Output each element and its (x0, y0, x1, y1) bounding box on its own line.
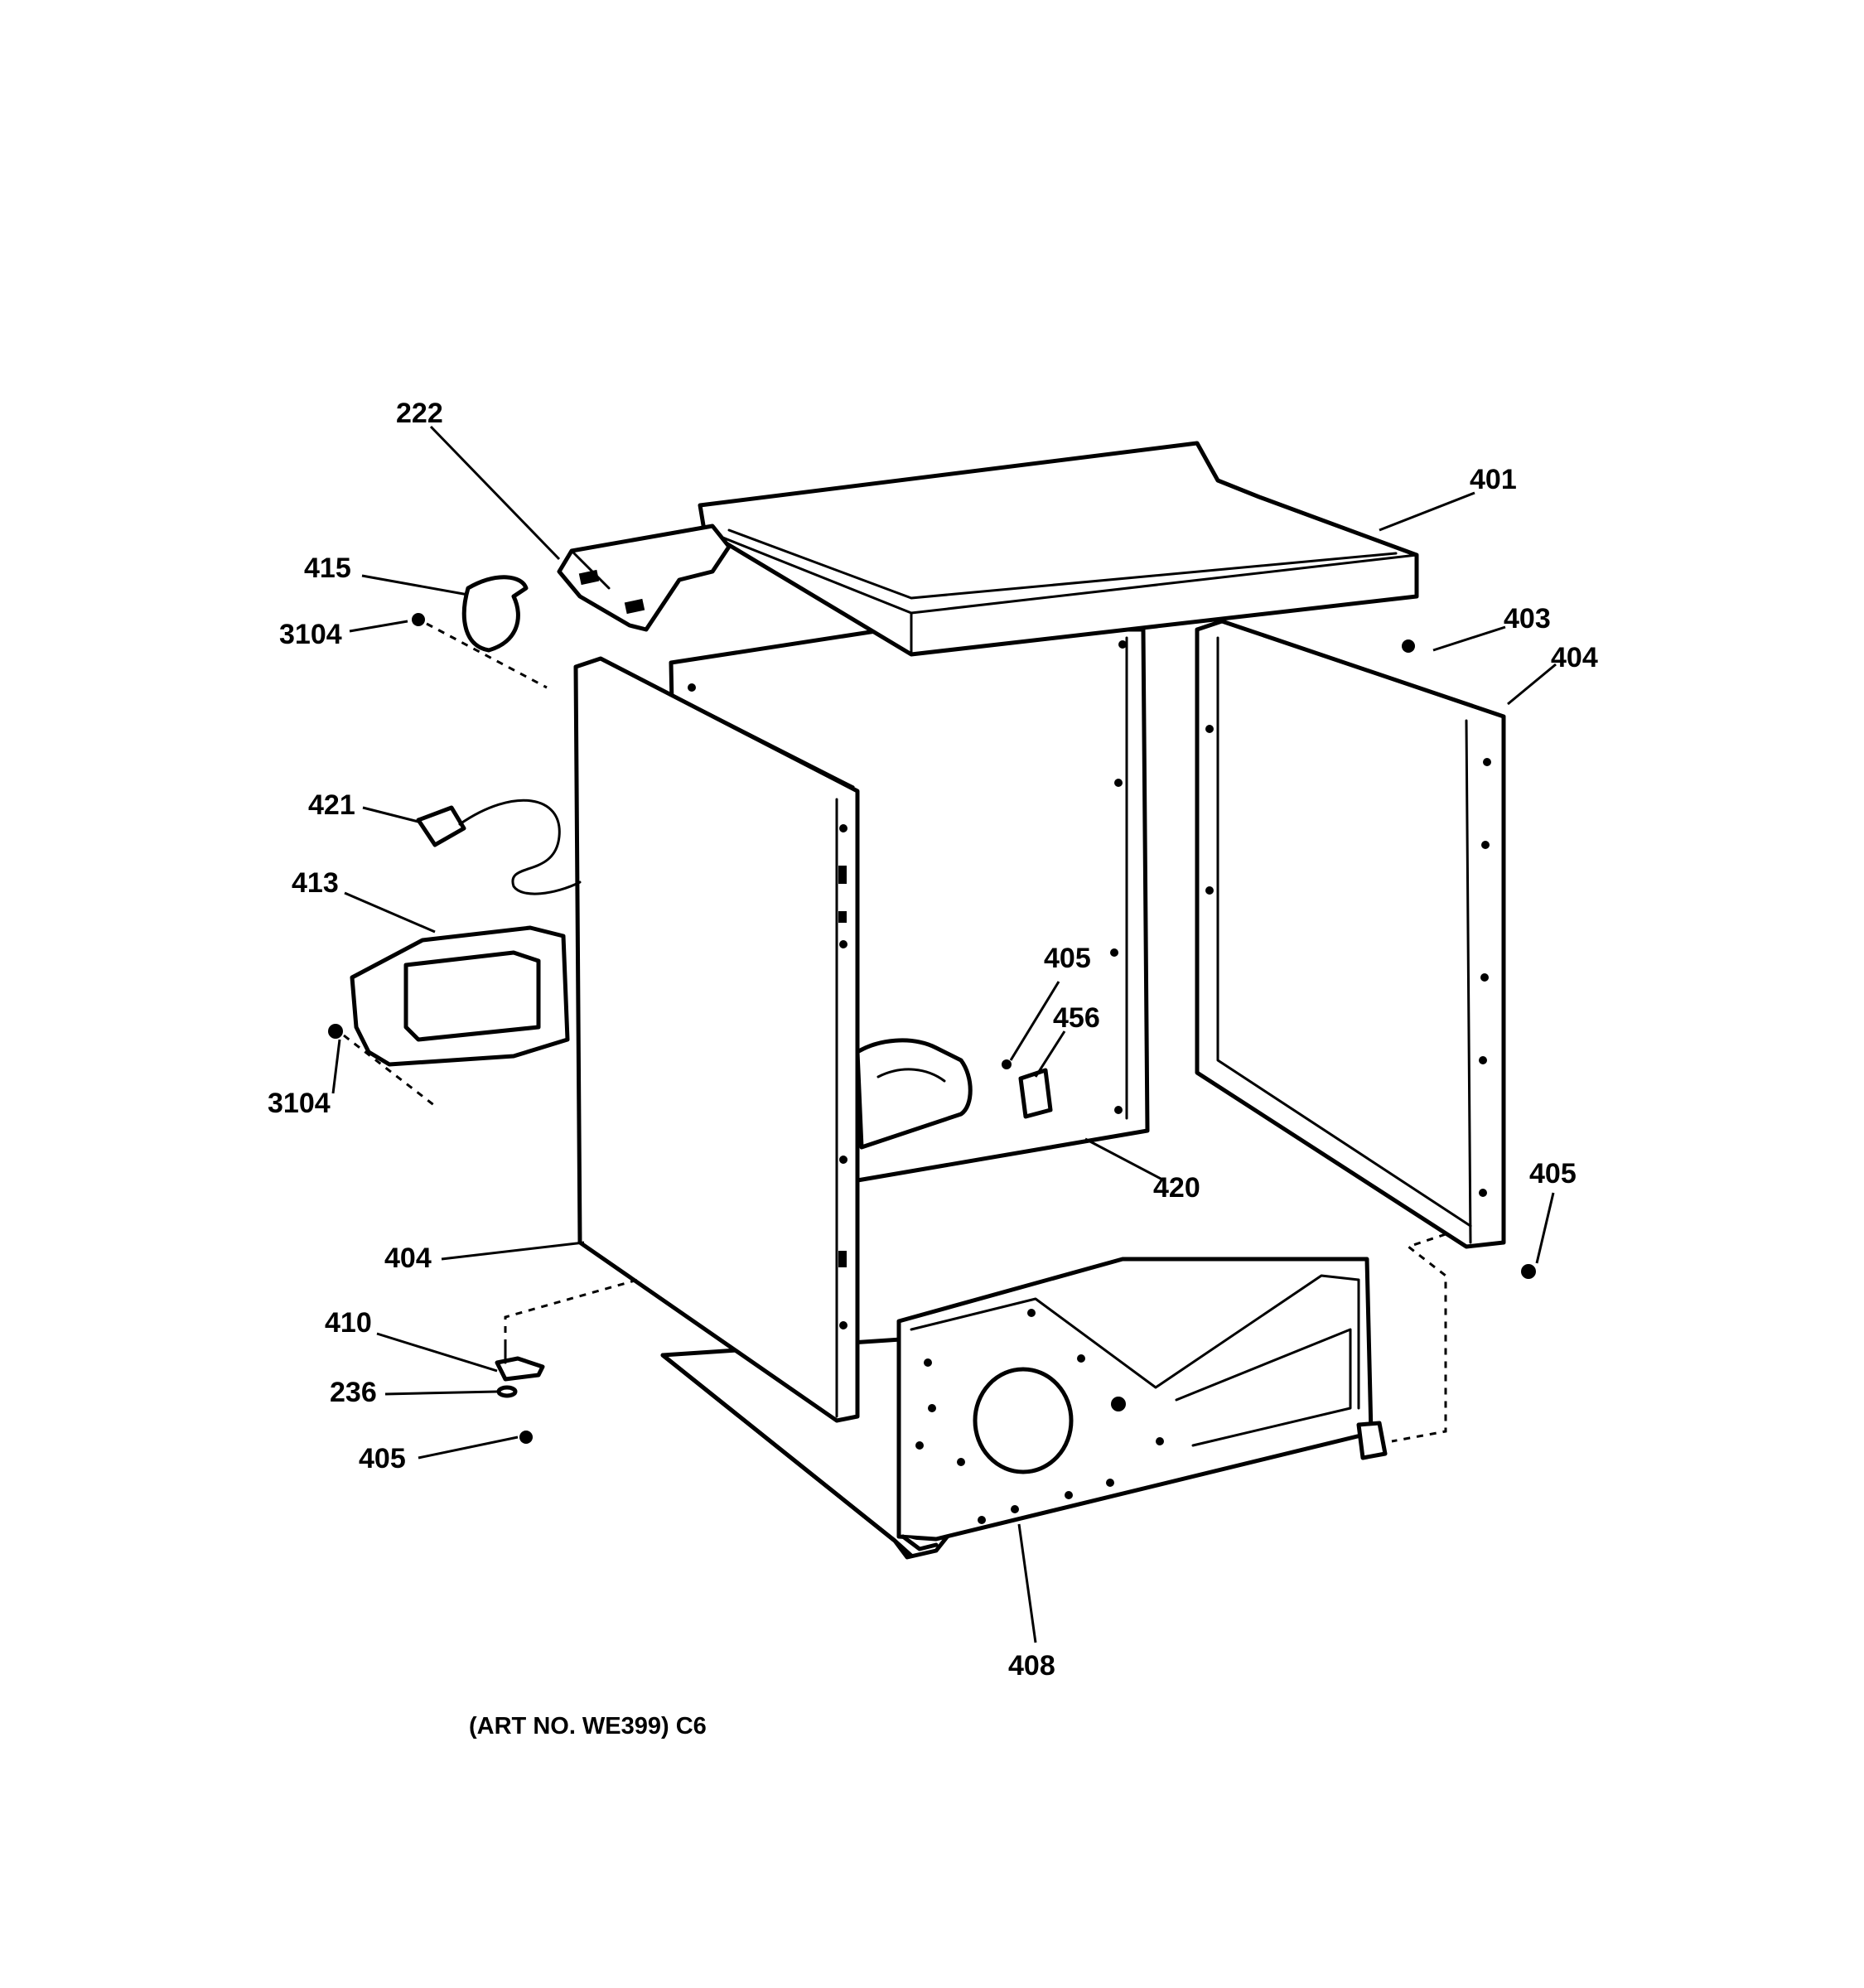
callout-408: 408 (1008, 1650, 1055, 1682)
callout-3104-bottom: 3104 (268, 1088, 331, 1119)
plate-413 (328, 925, 570, 1107)
callout-405-bottom: 405 (359, 1443, 406, 1474)
fastener-410-236-405 (495, 1278, 639, 1444)
side-panel-right-404 (1195, 619, 1506, 1249)
callout-405-mid: 405 (1044, 943, 1091, 974)
callout-415: 415 (304, 552, 351, 584)
base-frame-408 (660, 1257, 1388, 1560)
art-number-caption: (ART NO. WE399) C6 (469, 1713, 707, 1740)
callout-222: 222 (396, 398, 443, 429)
callout-421: 421 (308, 789, 355, 821)
callout-404-left: 404 (384, 1242, 432, 1274)
callout-labels: 222 401 415 3104 403 404 421 413 405 456… (268, 398, 1598, 1682)
cover-415 (412, 575, 548, 689)
callout-403: 403 (1504, 603, 1551, 635)
callout-405-right: 405 (1529, 1158, 1577, 1189)
power-cord-421 (416, 799, 582, 895)
leader-lines (331, 425, 1557, 1643)
callout-3104-top: 3104 (279, 619, 342, 650)
callout-413: 413 (292, 867, 339, 899)
side-panel-left-404 (573, 656, 860, 1423)
callout-236: 236 (330, 1377, 377, 1408)
callout-401: 401 (1470, 464, 1517, 495)
bracket-222 (557, 524, 732, 632)
top-panel-401 (698, 441, 1419, 657)
callout-410: 410 (325, 1307, 372, 1339)
callout-404-right: 404 (1551, 642, 1598, 673)
screws-right (1002, 639, 1536, 1443)
callout-456: 456 (1053, 1002, 1100, 1034)
callout-420: 420 (1153, 1172, 1200, 1204)
